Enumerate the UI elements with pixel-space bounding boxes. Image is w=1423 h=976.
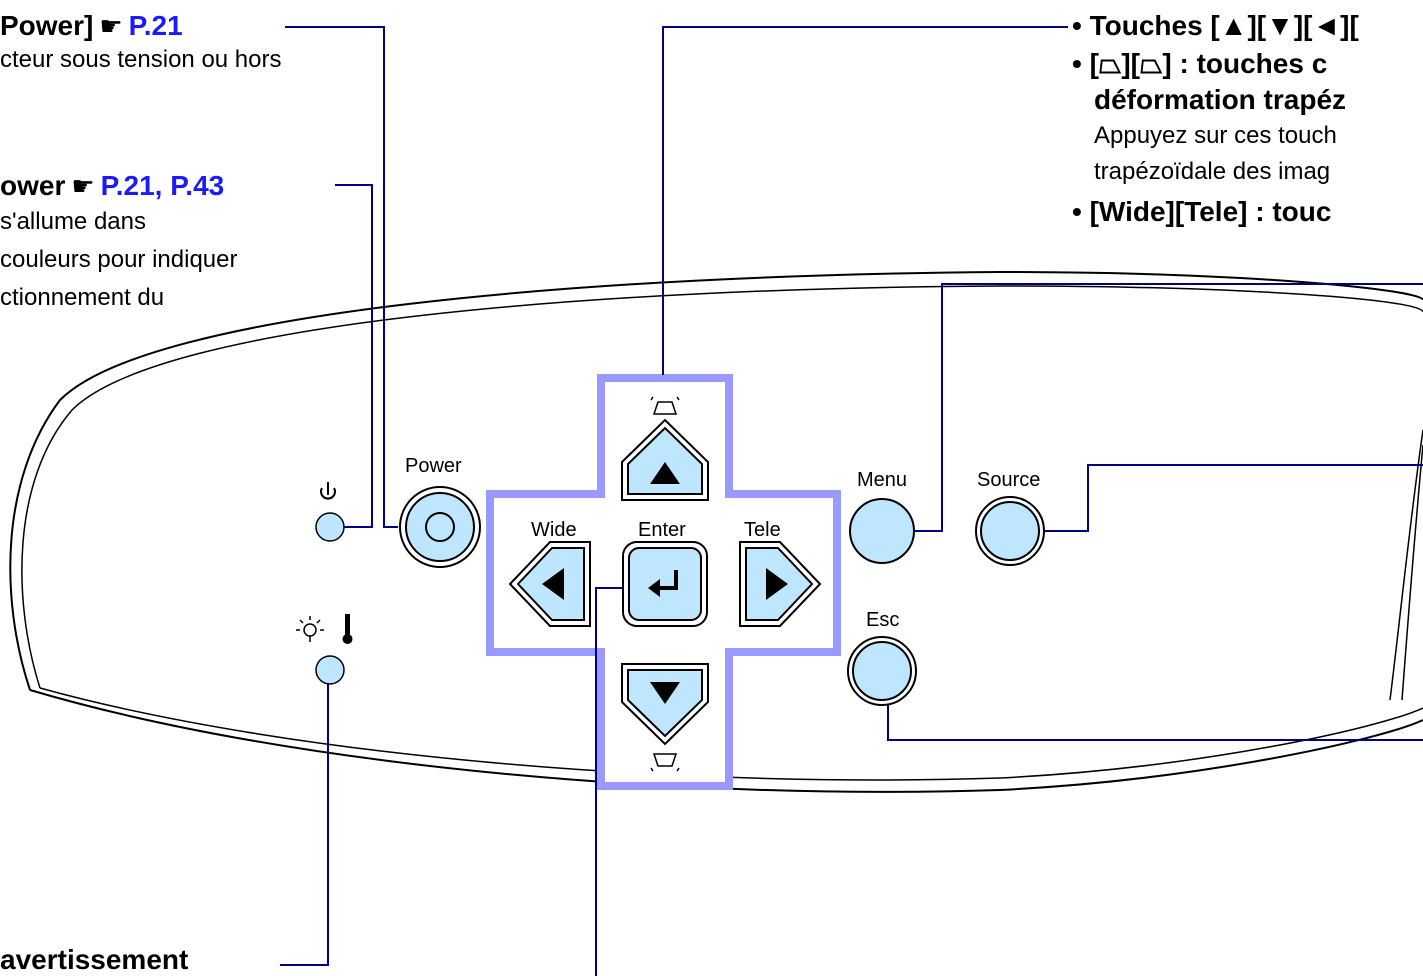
menu-button[interactable] xyxy=(849,498,915,564)
callout-keystone-title-1-text: [⏢][⏢] : touches c xyxy=(1089,48,1328,79)
power-indicator-page-link[interactable]: P.21, P.43 xyxy=(100,170,225,201)
wide-button[interactable] xyxy=(508,541,591,627)
callout-power-indicator-desc-1: s'allume dans xyxy=(0,208,146,235)
temperature-icon xyxy=(342,614,353,644)
leader-arrow-keys xyxy=(662,26,1068,375)
tele-button[interactable] xyxy=(739,541,822,627)
warning-indicator-led xyxy=(315,655,345,685)
leader-power-button xyxy=(285,26,398,528)
callout-arrow-keys-title-text: Touches [▲][▼][◄][ xyxy=(1089,10,1359,41)
power-indicator-icon xyxy=(320,482,336,500)
keystone-down-icon xyxy=(650,753,680,772)
callout-power-button-title-text: Power] xyxy=(0,10,94,41)
callout-power-button-desc: cteur sous tension ou hors xyxy=(0,46,282,73)
up-button[interactable] xyxy=(621,418,709,501)
leader-source xyxy=(1040,464,1423,532)
enter-icon xyxy=(648,570,678,597)
callout-wide-tele-title: • [Wide][Tele] : touc xyxy=(1072,196,1332,227)
callout-keystone-title-1: • [⏢][⏢] : touches c xyxy=(1072,48,1328,79)
panel-inner-outline xyxy=(21,285,1423,689)
callout-power-indicator-title: ower☛P.21, P.43 xyxy=(0,172,224,200)
enter-button[interactable] xyxy=(622,541,708,627)
leader-lines xyxy=(280,26,1423,976)
power-button-ring-icon xyxy=(425,512,455,542)
panel-bottom-edge-inner xyxy=(39,687,1423,781)
panel-right-edge xyxy=(1389,429,1423,701)
callout-power-indicator-desc-2: couleurs pour indiquer xyxy=(0,246,238,273)
keystone-up-icon xyxy=(650,396,680,415)
power-indicator-led xyxy=(315,512,345,542)
menu-label: Menu xyxy=(857,469,908,491)
wide-label: Wide xyxy=(531,519,577,541)
source-label: Source xyxy=(977,469,1041,491)
callout-keystone-desc-1: Appuyez sur ces touch xyxy=(1094,122,1337,149)
down-button[interactable] xyxy=(621,663,709,746)
panel-outer-outline xyxy=(9,270,1423,691)
panel-bottom-edge xyxy=(29,689,1423,793)
power-label: Power xyxy=(405,455,462,477)
callout-power-indicator-desc-3: ctionnement du xyxy=(0,284,165,311)
hand-pointer-icon: ☛ xyxy=(71,171,95,201)
callout-keystone-desc-2: trapézoïdale des imag xyxy=(1094,158,1331,185)
leader-menu xyxy=(914,283,1423,532)
tele-label: Tele xyxy=(744,519,781,541)
leader-warning-indicator xyxy=(280,683,329,966)
callout-wide-tele-title-text: [Wide][Tele] : touc xyxy=(1089,196,1332,227)
callout-power-button-title: Power]☛P.21 xyxy=(0,12,183,40)
hand-pointer-icon: ☛ xyxy=(99,11,123,41)
panel-right-edge-inner xyxy=(1401,444,1423,701)
leader-esc xyxy=(887,703,1423,741)
leader-power-indicator xyxy=(335,184,373,528)
callout-keystone-title-2: déformation trapéz xyxy=(1094,84,1347,115)
lamp-icon xyxy=(296,616,324,642)
enter-label: Enter xyxy=(638,519,686,541)
power-button-page-link[interactable]: P.21 xyxy=(128,10,183,41)
esc-button[interactable] xyxy=(852,641,912,701)
callout-arrow-keys-title: • Touches [▲][▼][◄][ xyxy=(1072,10,1359,41)
leader-enter xyxy=(595,587,625,976)
callout-warning-indicator-title: avertissement xyxy=(0,944,189,975)
esc-label: Esc xyxy=(866,609,900,631)
source-button[interactable] xyxy=(980,501,1040,561)
callout-power-indicator-title-text: ower xyxy=(0,170,66,201)
